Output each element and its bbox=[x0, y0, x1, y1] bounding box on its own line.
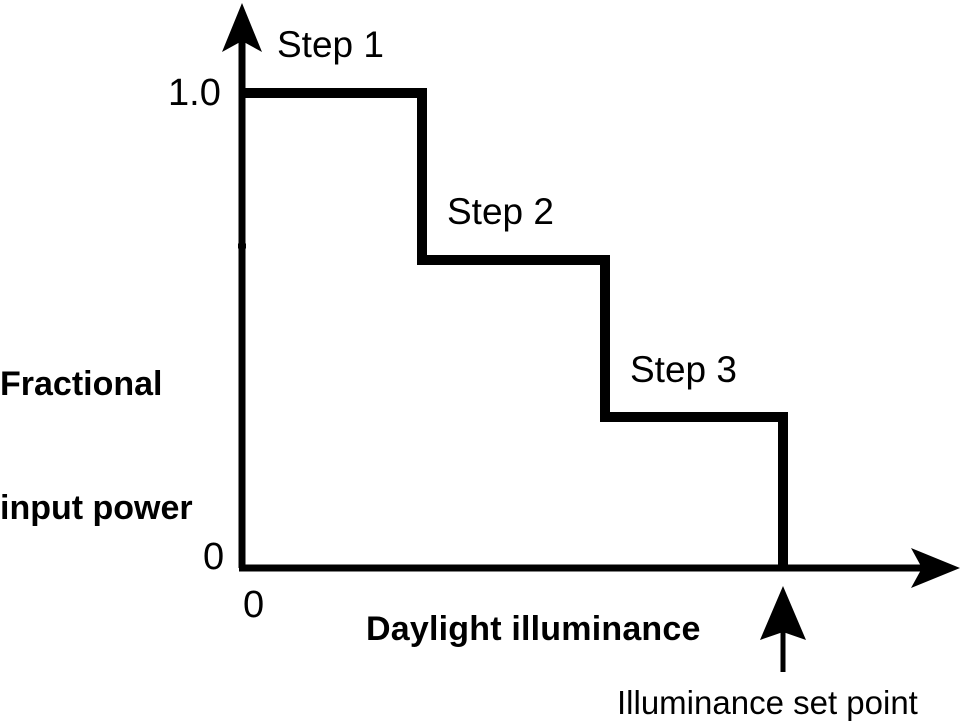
step-2-label: Step 2 bbox=[447, 191, 554, 232]
step-3-label: Step 3 bbox=[630, 349, 737, 390]
setpoint-arrowhead bbox=[760, 586, 806, 640]
y-axis-tick-label-one: 1.0 bbox=[168, 72, 221, 114]
step-1-label: Step 1 bbox=[277, 24, 384, 65]
x-axis-tick-label-zero: 0 bbox=[243, 584, 265, 626]
y-axis-title: Fractional input power bbox=[0, 281, 193, 613]
y-axis-arrowhead bbox=[222, 3, 262, 52]
x-axis-title: Daylight illuminance bbox=[366, 610, 701, 648]
step-curve bbox=[242, 88, 788, 568]
y-axis-title-line-2: input power bbox=[0, 489, 193, 528]
y-axis-tick-label-zero: 0 bbox=[203, 536, 225, 578]
x-axis-arrowhead bbox=[911, 548, 960, 588]
y-axis-title-line-1: Fractional bbox=[0, 364, 163, 403]
illuminance-set-point-label: Illuminance set point bbox=[617, 684, 918, 721]
